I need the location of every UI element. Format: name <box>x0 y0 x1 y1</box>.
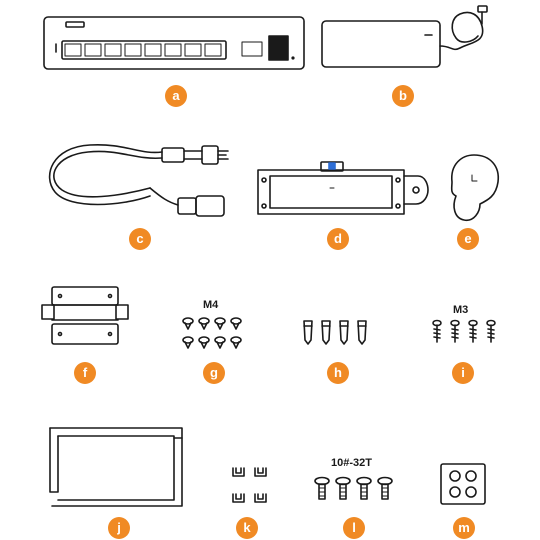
badge-j: j <box>108 517 130 539</box>
badge-e: e <box>457 228 479 250</box>
rack-screws-icon <box>314 476 393 500</box>
mounting-bracket-icon <box>257 161 429 215</box>
badge-c: c <box>129 228 151 250</box>
badge-m: m <box>453 517 475 539</box>
badge-a: a <box>165 85 187 107</box>
rack-screw-label: 10#-32T <box>331 457 372 469</box>
cable-clips-icon <box>232 467 267 503</box>
m4-label: M4 <box>203 299 219 311</box>
m3-label: M3 <box>453 304 469 316</box>
badge-b: b <box>392 85 414 107</box>
wall-anchors-icon <box>303 320 367 345</box>
power-adapter-icon <box>321 5 488 68</box>
badge-i: i <box>452 362 474 384</box>
wall-anchor-cap-icon <box>450 154 499 222</box>
badge-d: d <box>327 228 349 250</box>
badge-g: g <box>203 362 225 384</box>
badge-k: k <box>236 517 258 539</box>
badge-h: h <box>327 362 349 384</box>
rubber-feet-icon <box>440 463 486 505</box>
power-cord-icon <box>48 144 229 217</box>
rack-ears-icon <box>41 286 129 345</box>
desk-bracket-icon <box>49 427 183 507</box>
m4-screws-icon <box>182 317 242 349</box>
m3-screws-icon <box>432 319 496 343</box>
badge-l: l <box>343 517 365 539</box>
switch-icon <box>43 16 305 70</box>
badge-f: f <box>74 362 96 384</box>
